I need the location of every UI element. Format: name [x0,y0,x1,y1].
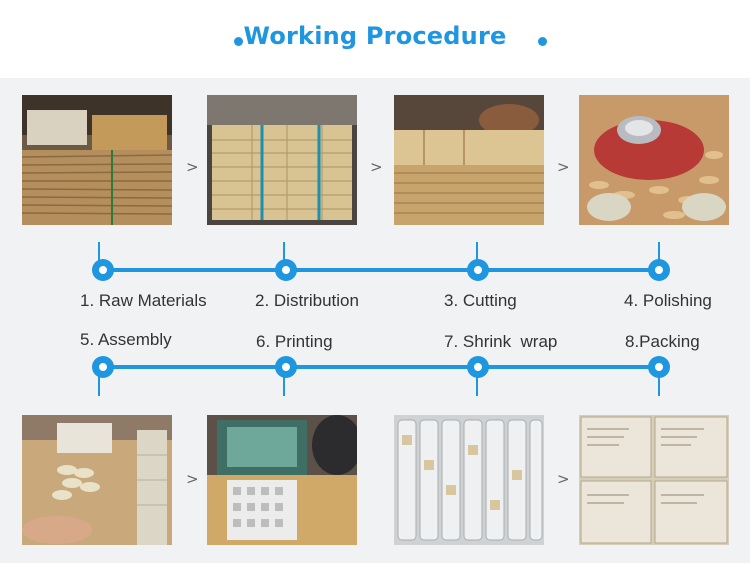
timeline-bottom-tick-8 [658,376,660,396]
photo-cutting [394,95,544,225]
step-label-1: 1. Raw Materials [80,291,207,310]
photo-shrink-wrap [394,415,544,545]
timeline-top-tick-1 [98,242,100,262]
timeline-bottom-tick-5 [98,376,100,396]
arrow-3-4: > [557,158,570,176]
timeline-node-6 [275,356,297,378]
step-label-6: 6. Printing [256,332,333,351]
header: Working Procedure [0,0,750,78]
photo-distribution [207,95,357,225]
timeline-node-8 [648,356,670,378]
title-left-dot [234,37,243,46]
step-label-8: 8.Packing [625,332,700,351]
step-label-7: 7. Shrink wrap [444,332,558,351]
photo-polishing [579,95,729,225]
timeline-node-7 [467,356,489,378]
step-label-5: 5. Assembly [80,330,172,349]
arrow-2-3: > [370,158,383,176]
step-label-2: 2. Distribution [255,291,359,310]
timeline-top-tick-2 [283,242,285,262]
timeline-node-3 [467,259,489,281]
photo-assembly [22,415,172,545]
timeline-node-1 [92,259,114,281]
page-title: Working Procedure [243,22,507,50]
title-right-dot [538,37,547,46]
timeline-bottom-tick-6 [283,376,285,396]
step-label-3: 3. Cutting [444,291,517,310]
timeline-node-2 [275,259,297,281]
timeline-top-tick-4 [658,242,660,262]
arrow-6-7: > [557,470,570,488]
photo-printing [207,415,357,545]
step-label-4: 4. Polishing [624,291,712,310]
timeline-bottom-tick-7 [476,376,478,396]
timeline-node-5 [92,356,114,378]
timeline-bottom-line [105,365,660,369]
arrow-1-2: > [186,158,199,176]
timeline-node-4 [648,259,670,281]
arrow-5-6: > [186,470,199,488]
timeline-top-tick-3 [476,242,478,262]
photo-raw-materials [22,95,172,225]
photo-packing [579,415,729,545]
timeline-top-line [105,268,660,272]
